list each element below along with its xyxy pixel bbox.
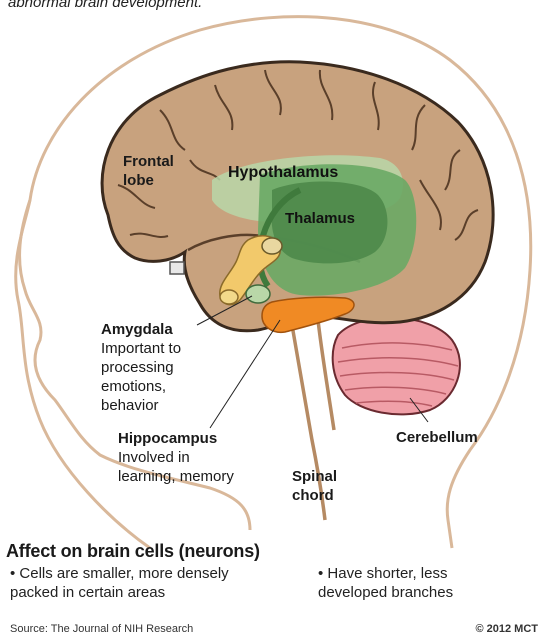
hippocampus-leader <box>210 320 280 428</box>
bullet-left: • Cells are smaller, more densely packed… <box>10 564 229 602</box>
section-heading: Affect on brain cells (neurons) <box>6 541 260 562</box>
hypothalamus-label: Hypothalamus <box>228 164 338 182</box>
bullet-right: • Have shorter, less developed branches <box>318 564 453 602</box>
cerebellum-label: Cerebellum <box>396 429 478 447</box>
hippocampus-label: Hippocampus Involved in learning, memory <box>118 429 234 486</box>
thalamus-label: Thalamus <box>285 210 355 228</box>
frontal-lobe-label: Frontal lobe <box>123 152 174 190</box>
copyright-credit: © 2012 MCT <box>475 623 538 635</box>
top-caption: abnormal brain development. <box>8 0 202 11</box>
amygdala-node <box>262 238 282 254</box>
brainstem-nub <box>170 262 184 274</box>
source-note: Source: The Journal of NIH Research <box>10 623 193 635</box>
cerebellum <box>333 318 460 415</box>
amygdala-lower-node <box>220 290 238 304</box>
hippocampus-head <box>246 285 270 303</box>
amygdala-label: Amygdala Important to processing emotion… <box>101 320 181 415</box>
spinal-chord-label: Spinal chord <box>292 467 337 505</box>
